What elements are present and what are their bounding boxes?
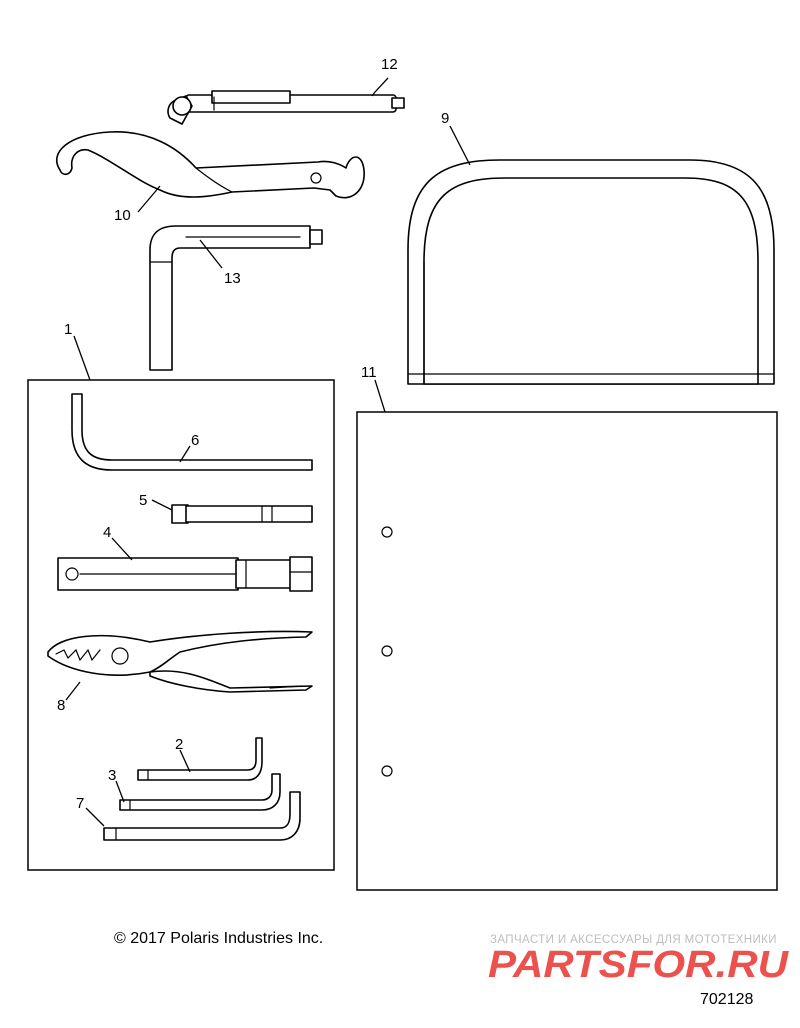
callout-11: 11 (361, 364, 377, 381)
callout-2: 2 (175, 736, 183, 753)
part-8-pliers (47, 630, 313, 693)
part-10-spanner-wrench (55, 131, 365, 199)
part-11-panel (356, 411, 778, 891)
callout-8: 8 (57, 697, 65, 714)
part-4-plug-wrench (57, 556, 313, 592)
callout-10: 10 (114, 207, 131, 224)
part-5-extension (171, 504, 313, 524)
part-3-hex-key (119, 773, 281, 811)
callout-3: 3 (108, 767, 116, 784)
callout-9: 9 (441, 110, 449, 127)
leader-lines (65, 77, 471, 827)
callout-5: 5 (139, 492, 147, 509)
part-13-hex-tool (149, 225, 323, 371)
part-12-screwdriver (167, 90, 405, 125)
copyright-text: © 2017 Polaris Industries Inc. (114, 930, 324, 947)
watermark-logo: PARTSFOR.RU (488, 944, 790, 984)
callout-6: 6 (191, 432, 199, 449)
callout-13: 13 (224, 270, 241, 287)
part-6-hex-key (71, 393, 313, 471)
callout-4: 4 (103, 524, 111, 541)
callout-1: 1 (64, 321, 72, 338)
watermark-logo-text: PARTSFOR.RU (488, 944, 790, 984)
kit-1-box (27, 379, 335, 871)
part-2-hex-key (137, 737, 263, 781)
callout-7: 7 (76, 795, 84, 812)
watermark-tagline: ЗАПЧАСТИ И АКСЕССУАРЫ ДЛЯ МОТОТЕХНИКИ (490, 934, 777, 946)
callout-12: 12 (381, 56, 398, 73)
reference-number: 702128 (700, 991, 754, 1008)
part-7-hex-key (103, 791, 301, 841)
part-9-frame (407, 159, 775, 385)
